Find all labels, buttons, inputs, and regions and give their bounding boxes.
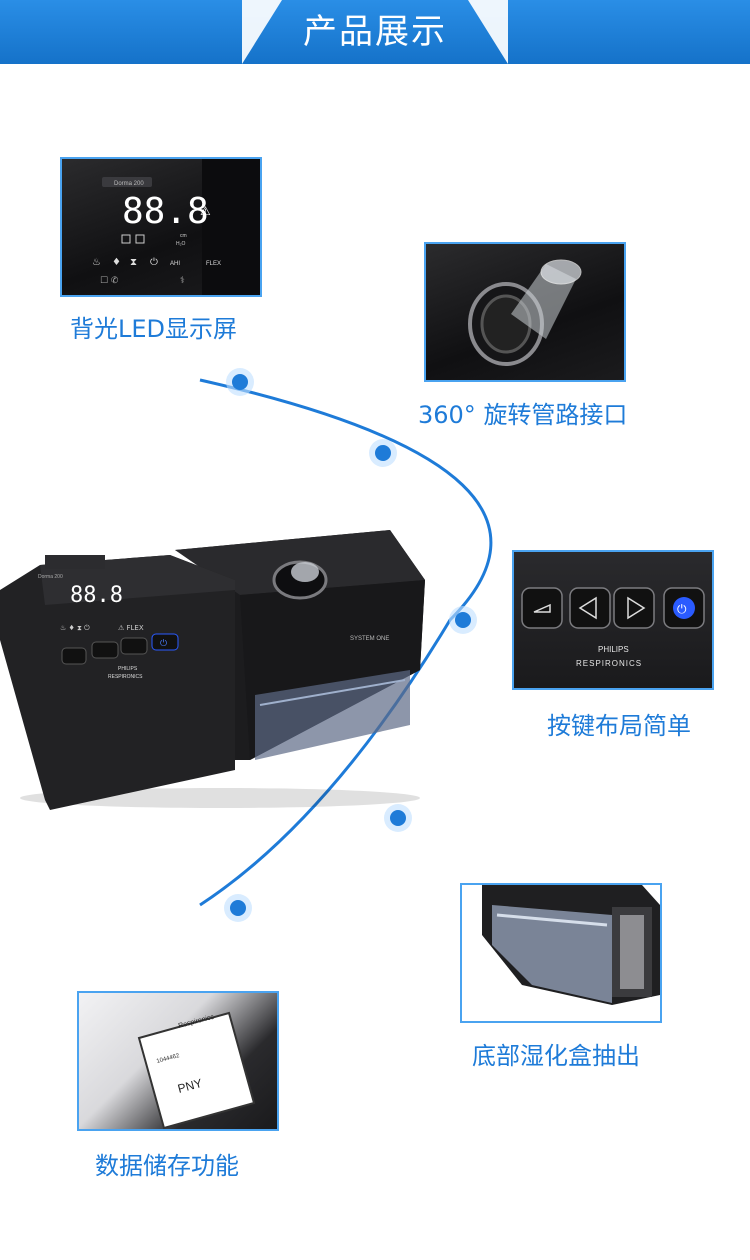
humidifier-chamber-image <box>460 883 662 1023</box>
ahi-label: AHI <box>170 261 180 267</box>
feature-caption-buttons: 按键布局简单 <box>547 712 691 740</box>
arc-node-5 <box>224 894 252 922</box>
feature-caption-storage: 数据储存功能 <box>95 1152 239 1180</box>
svg-text:☐ ✆: ☐ ✆ <box>100 276 118 286</box>
arc-node-2 <box>369 439 397 467</box>
flex-label: FLEX <box>206 261 221 267</box>
device-display-digits: 88.8 <box>70 583 123 608</box>
svg-text:⚠: ⚠ <box>200 204 211 218</box>
arc-node-4 <box>384 804 412 832</box>
svg-text:⏻: ⏻ <box>150 257 158 268</box>
page-title: 产品展示 <box>303 12 447 52</box>
feature-caption-led: 背光LED显示屏 <box>70 315 238 343</box>
rotating-connector-image <box>424 242 626 382</box>
svg-text:⏻: ⏻ <box>160 638 167 649</box>
svg-text:Dorma 200: Dorma 200 <box>38 574 63 580</box>
brand-label: PHILIPS <box>598 645 629 654</box>
svg-text:H₂O: H₂O <box>176 241 186 247</box>
svg-text:cm: cm <box>180 233 187 239</box>
cpap-device-image: SYSTEM ONE Dorma 200 88.8 ♨ ♦ ⧗ ⏻⚠ FLEX … <box>0 520 430 810</box>
arc-node-1 <box>226 368 254 396</box>
device-brand: PHILIPS <box>118 666 138 672</box>
svg-text:♨ ♦ ⧗ ⏻: ♨ ♦ ⧗ ⏻ <box>60 624 90 632</box>
svg-text:⚕: ⚕ <box>180 276 185 286</box>
data-storage-image: Respironics 1044462 PNY <box>77 991 279 1131</box>
led-display-image: Dorma 200 88.8 ⚠ cm H₂O ♨ ♦ ⧗ ⏻ AHI FLEX ☐… <box>60 157 262 297</box>
svg-text:⚠ FLEX: ⚠ FLEX <box>118 624 144 632</box>
device-sub-brand: RESPIRONICS <box>108 674 143 680</box>
svg-text:⧗: ⧗ <box>130 257 137 268</box>
card-brand: PNY <box>176 1076 203 1096</box>
display-digits: 88.8 <box>122 191 209 232</box>
model-label: Dorma 200 <box>114 181 144 187</box>
arc-node-3 <box>449 606 477 634</box>
button-layout-image: ⏻ PHILIPS RESPIRONICS <box>512 550 714 690</box>
svg-text:⏻: ⏻ <box>677 602 687 616</box>
sub-brand-label: RESPIRONICS <box>576 659 642 668</box>
svg-text:♦: ♦ <box>112 257 121 268</box>
series-label: SYSTEM ONE <box>350 636 389 642</box>
header-banner: 产品展示 <box>0 0 750 64</box>
feature-caption-connector: 360° 旋转管路接口 <box>418 401 628 429</box>
feature-caption-humidifier: 底部湿化盒抽出 <box>472 1042 640 1070</box>
svg-text:♨: ♨ <box>92 257 101 268</box>
